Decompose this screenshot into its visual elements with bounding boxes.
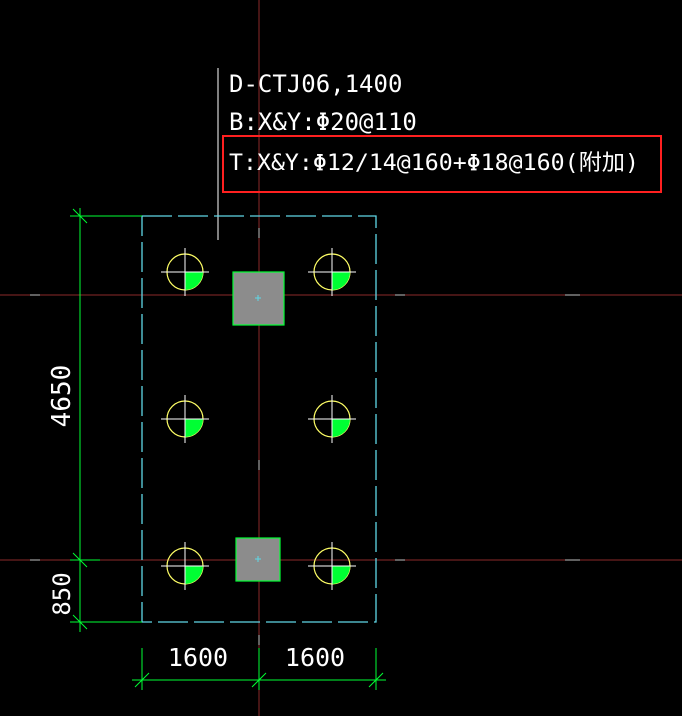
column-bottom: [235, 537, 281, 582]
pile-4: [308, 395, 356, 443]
pile-cap-outline: [141, 215, 377, 623]
pile-5: [161, 542, 209, 590]
pile-3: [161, 395, 209, 443]
annotation-top-rebar: T:X&Y:Φ12/14@160+Φ18@160(附加): [229, 151, 639, 176]
dimension-vertical-top: 4650: [47, 365, 77, 428]
dimension-lines: [70, 208, 386, 690]
axis-dots: [30, 228, 580, 645]
annotation-bottom-rebar: B:X&Y:Φ20@110: [229, 108, 417, 136]
pile-1: [161, 248, 209, 296]
dimension-horizontal-right: 1600: [285, 643, 345, 672]
piles-group: [161, 248, 356, 590]
column-top: [232, 271, 285, 326]
dimension-vertical-bottom: 850: [48, 572, 76, 615]
dimension-horizontal-left: 1600: [168, 643, 228, 672]
pile-6: [308, 542, 356, 590]
annotation-cap-id: D-CTJ06,1400: [229, 70, 402, 98]
pile-2: [308, 248, 356, 296]
highlight-box: [222, 135, 662, 193]
